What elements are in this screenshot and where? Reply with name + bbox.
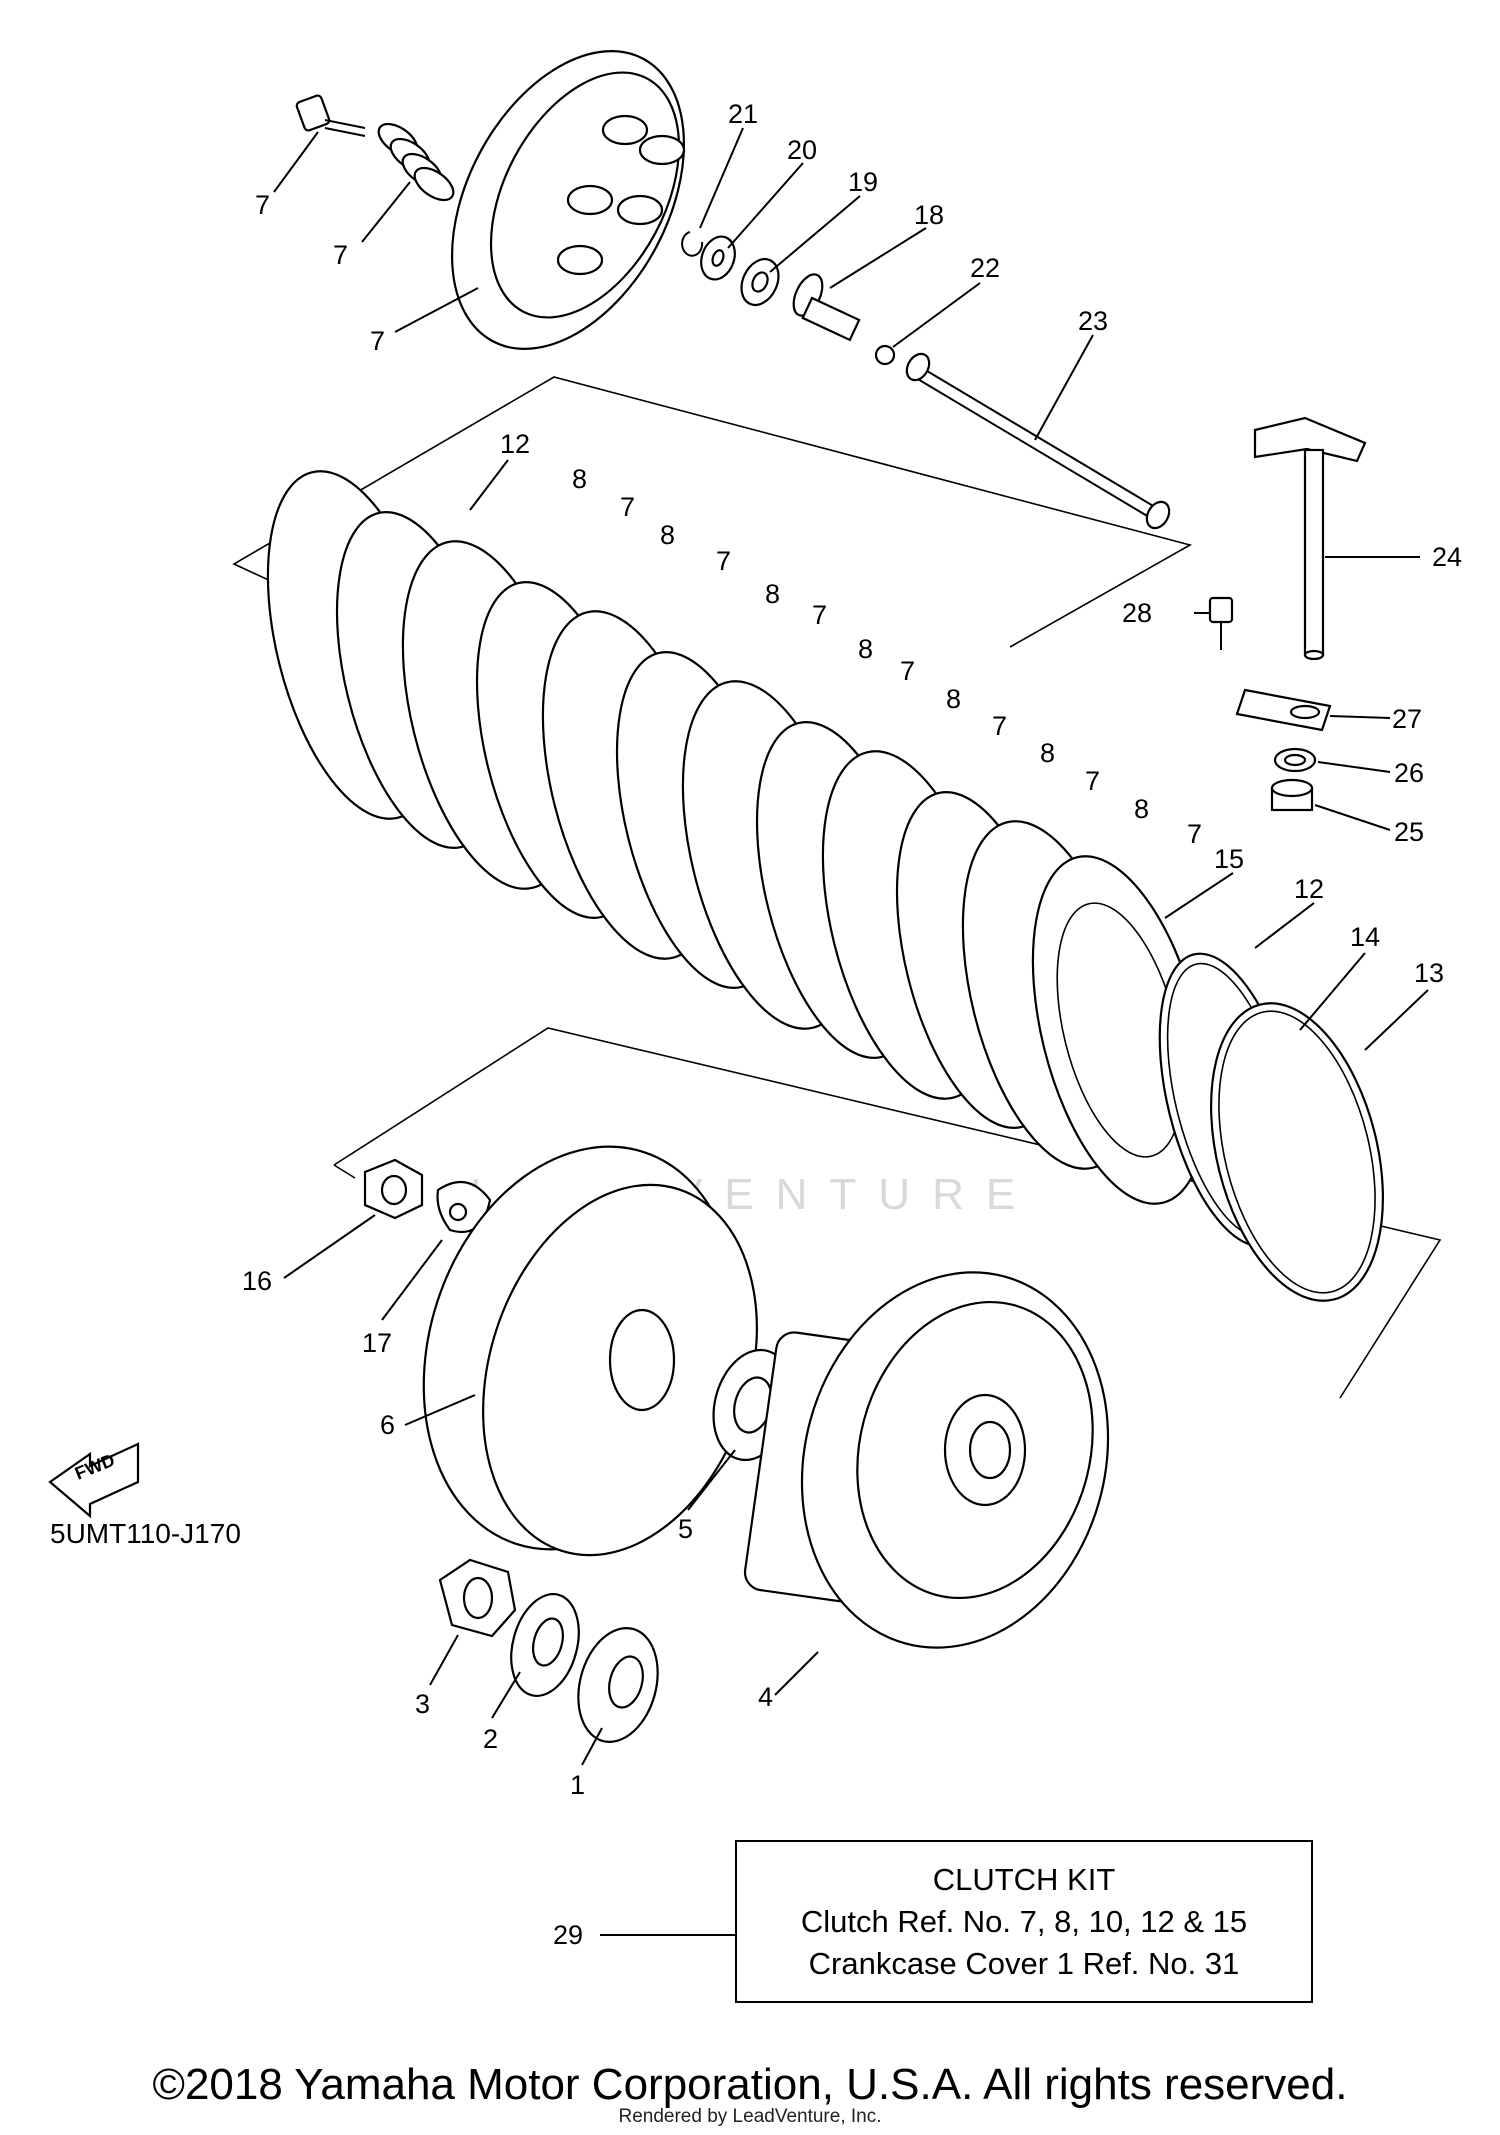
oil-seal xyxy=(1273,747,1317,773)
callout-7-1: 7 xyxy=(620,492,635,522)
callout-18: 18 xyxy=(914,200,944,230)
clutch-plate-stack xyxy=(266,470,1209,1205)
callout-10: 7 xyxy=(333,240,348,270)
callout-21: 21 xyxy=(728,99,758,129)
callout-15: 15 xyxy=(1214,844,1244,874)
callout-5: 5 xyxy=(678,1514,693,1544)
callout-22: 22 xyxy=(970,253,1000,283)
callout-7-4: 7 xyxy=(900,656,915,686)
callout-8-4: 8 xyxy=(858,634,873,664)
callout-8-7: 8 xyxy=(1134,794,1149,824)
primary-driven-gear xyxy=(743,1271,1110,1649)
callout-17: 16 xyxy=(242,1266,272,1296)
callout-8-1: 8 xyxy=(572,464,587,494)
callout-11: 7 xyxy=(255,190,270,220)
clutch-kit-box: CLUTCH KIT Clutch Ref. No. 7, 8, 10, 12 … xyxy=(735,1840,1313,2003)
plate-27 xyxy=(1235,688,1332,732)
bolt-28 xyxy=(1208,596,1234,650)
callout-23: 23 xyxy=(1078,306,1108,336)
callout-29: 29 xyxy=(553,1920,583,1950)
plate-stack-bracket xyxy=(232,376,1442,1399)
callout-3: 3 xyxy=(415,1689,430,1719)
ball xyxy=(874,344,896,366)
clutch-kit-line-2: Crankcase Cover 1 Ref. No. 31 xyxy=(808,1945,1240,1981)
callout-12-right: 12 xyxy=(1294,874,1324,904)
callout-7-7: 7 xyxy=(1187,819,1202,849)
callout-16: 17 xyxy=(362,1328,392,1358)
clutch-spring xyxy=(377,122,455,202)
callout-27: 27 xyxy=(1392,704,1422,734)
bearing xyxy=(740,257,780,307)
callout-7-5: 7 xyxy=(992,711,1007,741)
callout-1: 1 xyxy=(570,1770,585,1800)
callout-8-6: 8 xyxy=(1040,738,1055,768)
callout-6: 6 xyxy=(380,1410,395,1440)
leader-lines xyxy=(273,127,1429,1936)
pressure-plate xyxy=(450,50,686,350)
push-rod-2 xyxy=(905,352,1171,530)
primary-drive-gear xyxy=(577,1627,659,1743)
cushion-ring xyxy=(1210,1002,1384,1302)
callout-12-top: 12 xyxy=(500,429,530,459)
callout-labels: 7 7 7 21 20 19 18 22 23 24 28 27 26 25 1… xyxy=(242,99,1462,1950)
callout-19: 19 xyxy=(848,167,878,197)
callout-9: 7 xyxy=(370,326,385,356)
copyright-notice: ©2018 Yamaha Motor Corporation, U.S.A. A… xyxy=(152,2060,1348,2109)
callout-4: 4 xyxy=(758,1682,773,1712)
clutch-kit-line-1: Clutch Ref. No. 7, 8, 10, 12 & 15 xyxy=(800,1903,1248,1939)
clutch-kit-title: CLUTCH KIT xyxy=(932,1861,1116,1897)
diagram-code: 5UMT110-J170 xyxy=(50,1518,241,1549)
rendered-by-notice: Rendered by LeadVenture, Inc. xyxy=(618,2106,882,2127)
push-rod-1 xyxy=(792,273,861,342)
callout-25: 25 xyxy=(1394,817,1424,847)
washer xyxy=(700,235,736,281)
needle-bearing xyxy=(1270,778,1314,812)
bolt xyxy=(295,94,366,137)
push-lever-shaft xyxy=(1253,416,1367,661)
lock-nut-17 xyxy=(363,1158,424,1220)
callout-7-2: 7 xyxy=(716,546,731,576)
callout-8-3: 8 xyxy=(765,579,780,609)
clutch-boss xyxy=(422,1145,758,1557)
circlip xyxy=(681,231,704,257)
lock-washer-2 xyxy=(510,1592,580,1698)
callout-28: 28 xyxy=(1122,598,1152,628)
callout-7-3: 7 xyxy=(812,600,827,630)
nut-3 xyxy=(438,1558,517,1638)
callout-13: 13 xyxy=(1414,958,1444,988)
callout-20: 20 xyxy=(787,135,817,165)
callout-8-2: 8 xyxy=(660,520,675,550)
callout-2: 2 xyxy=(483,1724,498,1754)
fwd-arrow-icon: FWD xyxy=(48,1442,140,1519)
callout-7-6: 7 xyxy=(1085,766,1100,796)
callout-26: 26 xyxy=(1394,758,1424,788)
callout-8-5: 8 xyxy=(946,684,961,714)
callout-24: 24 xyxy=(1432,542,1462,572)
callout-14: 14 xyxy=(1350,922,1380,952)
